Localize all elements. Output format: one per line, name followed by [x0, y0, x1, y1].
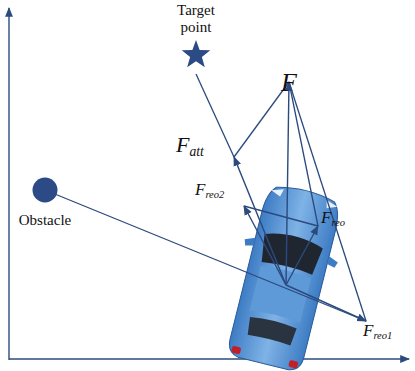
force-vectors — [234, 82, 366, 321]
node-label: Target point — [164, 2, 228, 36]
force-label: Fatt — [176, 134, 204, 156]
node-label: Obstacle — [5, 212, 85, 229]
force-label: F — [281, 70, 297, 96]
force-label: Freo1 — [363, 322, 392, 339]
car-illustration — [217, 179, 353, 371]
target-node: Target point — [164, 2, 228, 70]
force-label: Freo — [321, 209, 345, 226]
force-label: Freo2 — [195, 181, 224, 198]
target-star — [180, 38, 212, 70]
obstacle-node: Obstacle — [5, 176, 85, 229]
axes — [9, 8, 409, 360]
construction-lines — [45, 74, 366, 321]
obstacle-circle — [31, 176, 59, 204]
